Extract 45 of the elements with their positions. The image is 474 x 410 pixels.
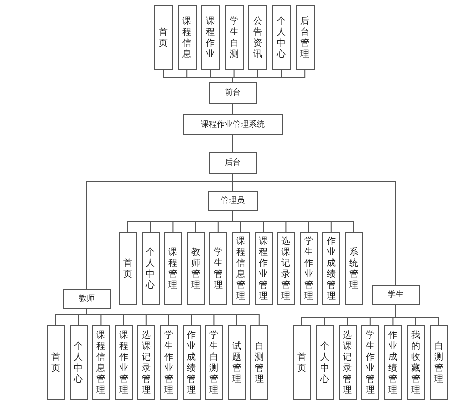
module-box: 公告资讯 — [248, 5, 268, 70]
module-box: 学生作业管理 — [300, 232, 318, 305]
category-box: 前台 — [209, 82, 257, 104]
module-box: 首页 — [293, 325, 311, 400]
module-box: 个人中心 — [142, 232, 160, 305]
module-box: 选课记录管理 — [137, 325, 156, 400]
module-box: 教师管理 — [186, 232, 205, 305]
module-box: 个人中心 — [272, 5, 291, 70]
module-box: 首页 — [119, 232, 137, 305]
connector-line — [232, 104, 234, 114]
category-box: 学生 — [372, 285, 420, 305]
module-box: 学生管理 — [209, 232, 228, 305]
module-box: 课程信息管理 — [92, 325, 110, 400]
module-box: 学生作业管理 — [160, 325, 178, 400]
module-box: 自测管理 — [250, 325, 268, 400]
module-box: 自测管理 — [430, 325, 448, 400]
module-box: 学生作业管理 — [361, 325, 380, 400]
category-box: 后台 — [209, 152, 257, 174]
category-box: 课程作业管理系统 — [183, 114, 283, 135]
module-box: 试题管理 — [228, 325, 246, 400]
module-box: 首页 — [154, 5, 173, 70]
connector-line — [232, 210, 354, 232]
module-box: 我的收藏管理 — [407, 325, 425, 400]
module-box: 学生自测管理 — [205, 325, 224, 400]
module-box: 后台管理 — [296, 5, 315, 70]
connector-line — [232, 174, 396, 286]
module-box: 首页 — [47, 325, 65, 400]
module-box: 个人中心 — [316, 325, 334, 400]
module-box: 作业成绩管理 — [322, 232, 340, 305]
module-box: 选课记录管理 — [277, 232, 296, 305]
module-box: 选课记录管理 — [338, 325, 357, 400]
module-box: 课程作业管理 — [254, 232, 273, 305]
module-box: 课程作业管理 — [114, 325, 133, 400]
module-box: 作业成绩管理 — [384, 325, 402, 400]
connector-line — [232, 134, 234, 152]
module-box: 个人中心 — [70, 325, 88, 400]
module-box: 课程管理 — [164, 232, 182, 305]
module-box: 课程信息 — [178, 5, 197, 70]
module-box: 课程信息管理 — [232, 232, 250, 305]
module-box: 系统管理 — [345, 232, 363, 305]
category-box: 管理员 — [208, 191, 258, 211]
module-box: 学生自测 — [224, 5, 244, 70]
module-box: 课程作业 — [201, 5, 220, 70]
category-box: 教师 — [63, 289, 111, 309]
module-box: 作业成绩管理 — [182, 325, 201, 400]
